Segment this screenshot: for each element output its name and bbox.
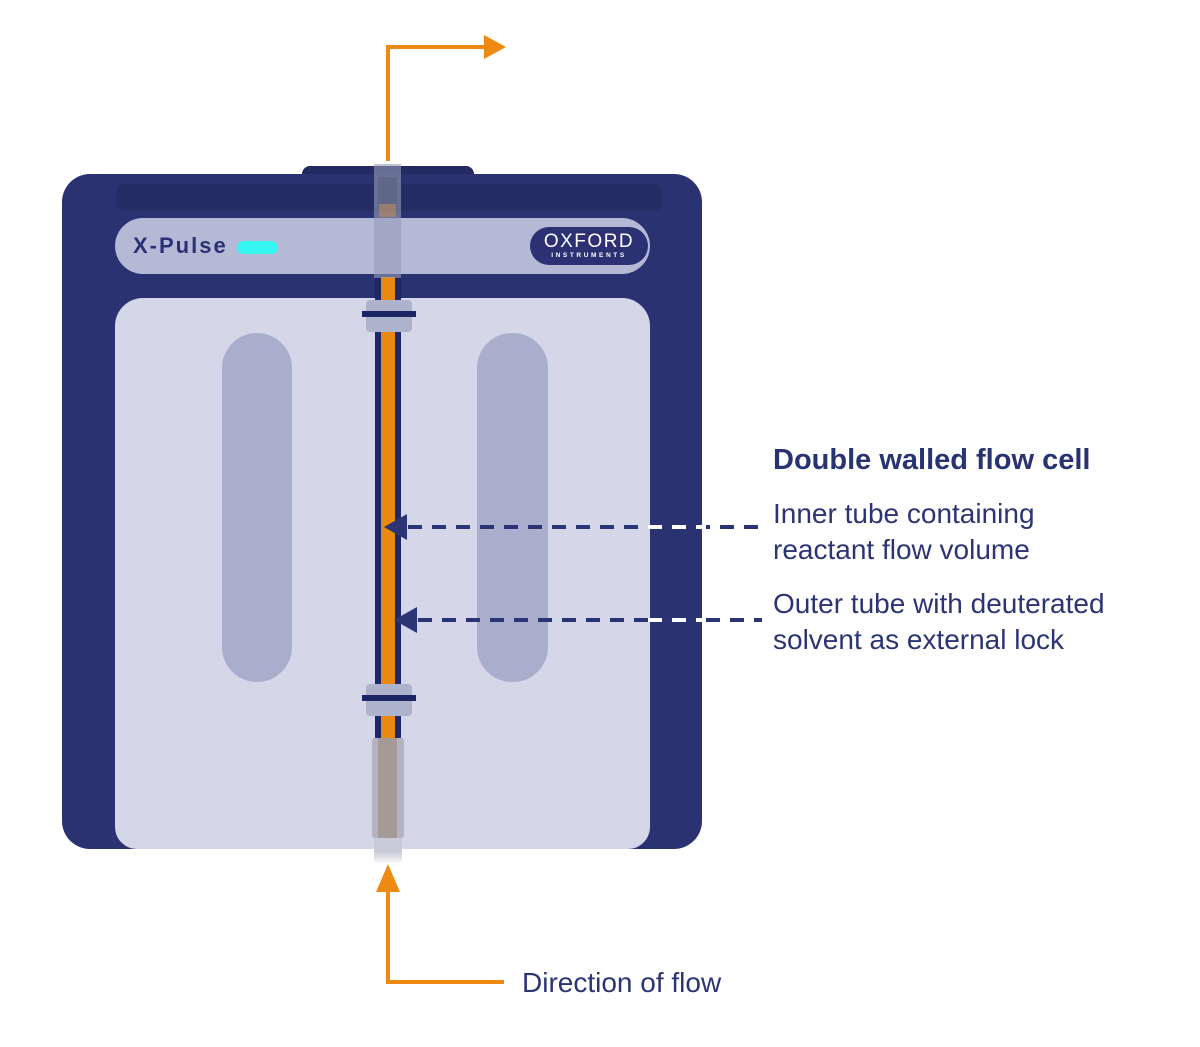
power-indicator-light [237, 241, 278, 254]
bottom-tube-tip [374, 838, 402, 864]
outer-tube-label: Outer tube with deuterated solvent as ex… [773, 586, 1105, 658]
logo-primary-text: OXFORD [543, 231, 635, 252]
outlet-flow-line-vertical [386, 45, 390, 161]
outlet-arrow-right-icon [484, 35, 506, 59]
inner-tube-annotation-line-overlay [648, 525, 706, 529]
logo-secondary-text: INSTRUMENTS [551, 252, 627, 259]
bottom-tube-sleeve-inner [378, 738, 397, 838]
vent-slot-right [477, 333, 548, 682]
inlet-arrow-up-icon [376, 864, 400, 892]
inner-tube-label: Inner tube containing reactant flow volu… [773, 496, 1035, 568]
outer-tube-annotation-line [418, 618, 762, 622]
annotation-title: Double walled flow cell [773, 444, 1091, 476]
top-port-tube-tint [379, 204, 396, 217]
product-name-label: X-Pulse [133, 233, 228, 258]
inlet-flow-line-horizontal [386, 980, 504, 984]
flow-direction-label: Direction of flow [522, 967, 722, 998]
outer-tube-annotation-line-overlay [648, 618, 706, 622]
outer-tube-label-line1: Outer tube with deuterated [773, 588, 1105, 619]
inner-tube-label-line2: reactant flow volume [773, 534, 1030, 565]
outer-tube-arrow-left-icon [394, 607, 417, 633]
fitting-ring-line [362, 311, 416, 317]
inner-tube-annotation-line [408, 525, 762, 529]
outer-tube-label-line2: solvent as external lock [773, 624, 1065, 655]
fitting-ring-line [362, 695, 416, 701]
inlet-flow-line-vertical [386, 892, 390, 984]
vent-slot-left [222, 333, 292, 682]
flow-cell-tube [375, 277, 401, 740]
oxford-instruments-logo: OXFORD INSTRUMENTS [530, 227, 648, 265]
inner-tube-label-line1: Inner tube containing [773, 498, 1035, 529]
inner-tube-arrow-left-icon [384, 514, 407, 540]
outlet-flow-line-horizontal [388, 45, 484, 49]
